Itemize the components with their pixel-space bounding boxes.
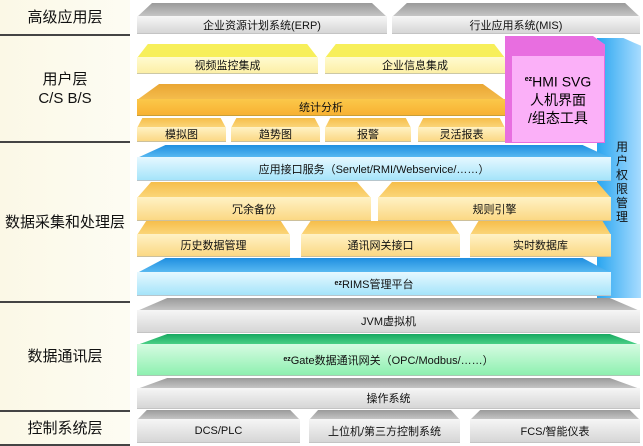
block-label: 规则引擎 (472, 203, 517, 216)
block-front-face: FCS/智能仪表 (470, 419, 640, 443)
alarm-block: 报警 (325, 118, 411, 142)
block-front-face: 企业资源计划系统(ERP) (137, 16, 387, 34)
enterprise-info-block: 企业信息集成 (325, 44, 505, 74)
dcs-block: DCS/PLC (137, 410, 300, 443)
block-label: 灵活报表 (439, 129, 484, 141)
gateway-if-block: 通讯网关接口 (301, 221, 460, 257)
block-top-face (325, 118, 411, 128)
block-label: RIMS管理平台 (341, 278, 414, 291)
block-label: JVM虚拟机 (361, 316, 416, 328)
block-top-face (137, 258, 611, 273)
block-top-face (137, 3, 387, 17)
simulation-block: 模拟图 (137, 118, 226, 142)
rule-engine-block: 规则引擎 (378, 182, 611, 221)
mis-block: 行业应用系统(MIS) (392, 3, 640, 34)
block-top-face (137, 298, 640, 311)
realtime-db-block: 实时数据库 (470, 221, 611, 257)
upper-block: 上位机/第三方控制系统 (309, 410, 460, 443)
block-label: 上位机/第三方控制系统 (327, 425, 442, 438)
erp-block: 企业资源计划系统(ERP) (137, 3, 387, 34)
block-top-face (137, 334, 640, 345)
block-label: 趋势图 (259, 129, 292, 141)
layer-user-title: 用户层 (42, 70, 88, 88)
block-front-face: 上位机/第三方控制系统 (309, 419, 460, 443)
block-front-face: 模拟图 (137, 127, 226, 142)
app-interface-block: 应用接口服务（Servlet/RMI/Webservice/……） (137, 145, 611, 181)
block-label: 实时数据库 (513, 240, 568, 252)
block-label: Gate数据通讯网关（OPC/Modbus/……） (290, 354, 494, 367)
block-top-face (137, 410, 300, 420)
block-front-face: 历史数据管理 (137, 234, 290, 257)
block-top-face (137, 182, 371, 198)
block-top-face (137, 221, 290, 235)
block-label: 冗余备份 (232, 203, 276, 216)
trend-block: 趋势图 (231, 118, 320, 142)
block-label: 报警 (357, 129, 379, 141)
block-label: 通讯网关接口 (347, 240, 414, 252)
brand-prefix: ez (283, 356, 291, 363)
block-top-face (137, 118, 226, 128)
block-label: 企业信息集成 (382, 60, 448, 72)
layer-data-comm: 数据通讯层 (0, 303, 130, 412)
block-front-face: DCS/PLC (137, 419, 300, 443)
block-label: DCS/PLC (194, 424, 243, 437)
block-label: 视频监控集成 (194, 60, 261, 72)
block-top-face (137, 44, 318, 58)
stats-block: 统计分析 (137, 84, 505, 116)
block-front-face: 实时数据库 (470, 234, 611, 257)
block-label: 行业应用系统(MIS) (469, 19, 563, 32)
block-label: 历史数据管理 (180, 240, 247, 252)
block-label: 企业资源计划系统(ERP) (203, 19, 321, 32)
block-label: 应用接口服务（Servlet/RMI/Webservice/……） (258, 163, 490, 176)
block-label: 操作系统 (366, 393, 411, 405)
block-label: FCS/智能仪表 (520, 425, 590, 438)
block-top-face (309, 410, 460, 420)
permission-label: 用户权限管理 (615, 140, 628, 224)
layer-user-subtitle: C/S B/S (38, 89, 92, 107)
block-front-face: 灵活报表 (418, 127, 505, 142)
block-front-face: 规则引擎 (378, 197, 611, 221)
block-label: 统计分析 (299, 102, 343, 114)
block-front-face: 操作系统 (137, 388, 640, 409)
block-top-face (378, 182, 611, 198)
block-front-face: 应用接口服务（Servlet/RMI/Webservice/……） (137, 157, 611, 181)
layer-advanced-app: 高级应用层 (0, 0, 130, 36)
history-block: 历史数据管理 (137, 221, 290, 257)
block-front-face: JVM虚拟机 (137, 310, 640, 333)
block-top-face (137, 84, 505, 100)
layer-control: 控制系统层 (0, 412, 130, 446)
fcs-block: FCS/智能仪表 (470, 410, 640, 443)
brand-prefix: ez (334, 280, 342, 287)
jvm-block: JVM虚拟机 (137, 298, 640, 333)
block-front-face: 冗余备份 (137, 197, 371, 221)
block-top-face (418, 118, 505, 128)
block-top-face (470, 221, 611, 235)
block-top-face (231, 118, 320, 128)
block-front-face: 视频监控集成 (137, 57, 318, 74)
block-label: 模拟图 (165, 129, 198, 141)
block-top-face (301, 221, 460, 235)
block-front-face: 报警 (325, 127, 411, 142)
video-block: 视频监控集成 (137, 44, 318, 74)
block-top-face (137, 378, 640, 389)
block-top-face (137, 145, 611, 158)
os-block: 操作系统 (137, 378, 640, 409)
block-top-face (470, 410, 640, 420)
block-front-face: 企业信息集成 (325, 57, 505, 74)
block-top-face (325, 44, 505, 58)
block-front-face: 统计分析 (137, 99, 505, 116)
block-front-face: 通讯网关接口 (301, 234, 460, 257)
redundancy-block: 冗余备份 (137, 182, 371, 221)
block-front-face: 行业应用系统(MIS) (392, 16, 640, 34)
layer-data-proc: 数据采集和处理层 (0, 143, 130, 303)
block-top-face (392, 3, 640, 17)
block-front-face: 趋势图 (231, 127, 320, 142)
report-block: 灵活报表 (418, 118, 505, 142)
